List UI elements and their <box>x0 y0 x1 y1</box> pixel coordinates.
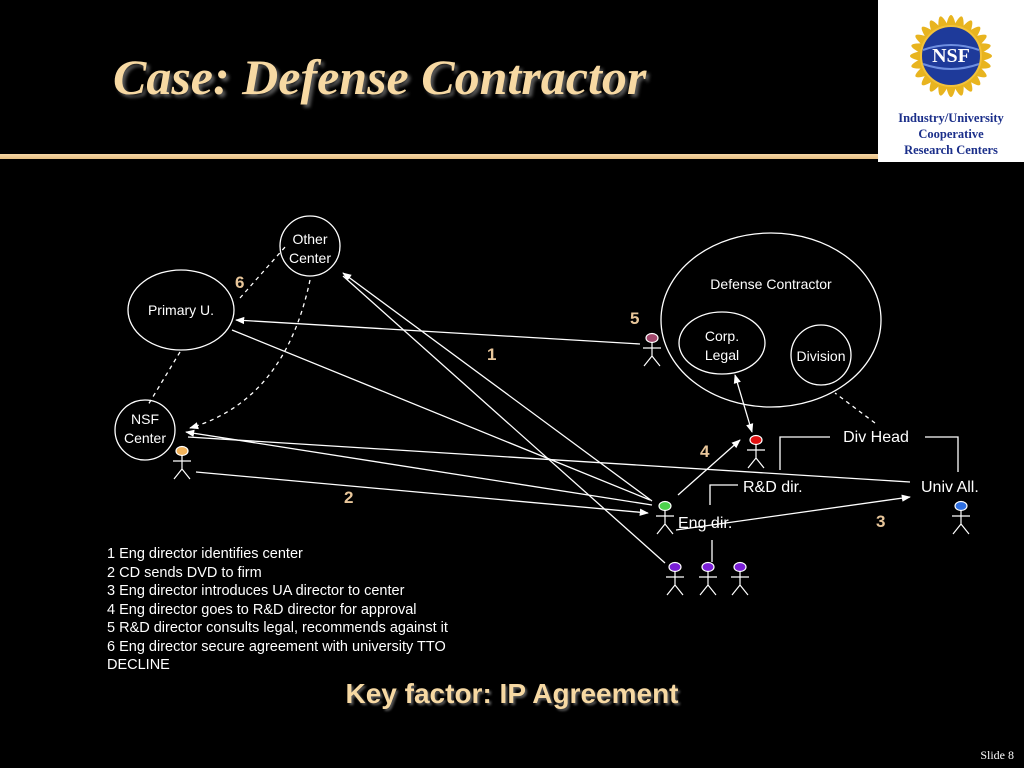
node-other-center <box>279 215 341 277</box>
node-corp-legal <box>678 311 766 375</box>
legend-item: 3 Eng director introduces UA director to… <box>107 583 405 599</box>
person-eng-team-1 <box>666 561 684 596</box>
person-nsf-center <box>173 445 191 480</box>
arrow-eng-nsf <box>185 429 653 506</box>
label-corp-legal-1: Corp. <box>705 328 739 344</box>
label-division: Division <box>796 348 845 364</box>
node-nsf-center <box>114 399 176 461</box>
label-other-center-2: Center <box>289 250 331 266</box>
person-corp-legal <box>643 332 661 367</box>
node-division <box>790 324 852 386</box>
connector-eng-rd <box>709 484 738 505</box>
label-rd-dir: R&D dir. <box>743 479 803 496</box>
person-eng-team-3 <box>731 561 749 596</box>
person-eng-team-2 <box>699 561 717 596</box>
connector-rd-divhead <box>779 436 830 470</box>
line-univ-nsf <box>187 436 911 483</box>
logo-caption-line: Industry/University <box>898 111 1004 125</box>
label-nsf-center-1: NSF <box>131 411 159 427</box>
slide-title: Case: Defense Contractor <box>113 49 647 105</box>
legend-item: DECLINE <box>107 657 170 673</box>
key-factor-caption: Key factor: IP Agreement <box>345 678 679 709</box>
node-primary-u <box>127 269 235 351</box>
step-legend: 1 Eng director identifies center 2 CD se… <box>107 545 448 675</box>
arrow-legal-primary <box>235 316 641 345</box>
nsf-logo: NSF Industry/University Cooperative Rese… <box>878 0 1024 162</box>
arrow-legal-rd <box>733 374 754 433</box>
person-univ-all-figure <box>952 500 970 535</box>
arrow-eng-rd <box>677 439 741 496</box>
label-eng-dir: Eng dir. <box>678 515 732 532</box>
arrow-eng-univ <box>675 494 911 531</box>
slide-number: Slide 8 <box>980 748 1014 762</box>
dashed-link-primary-nsf <box>147 351 181 406</box>
step-marker-1: 1 <box>487 345 496 364</box>
step-marker-2: 2 <box>344 488 353 507</box>
step-marker-4: 4 <box>700 442 710 461</box>
dashed-link-other-nsf <box>189 279 311 430</box>
legend-item: 6 Eng director secure agreement with uni… <box>107 638 446 655</box>
legend-item: 4 Eng director goes to R&D director for … <box>107 601 417 618</box>
connector-divhead-univ <box>925 436 959 472</box>
legend-item: 2 CD sends DVD to firm <box>107 564 262 581</box>
logo-caption-line: Research Centers <box>904 143 998 157</box>
person-eng-dir <box>656 500 674 535</box>
relationship-diagram: Other Center Primary U. NSF Center Defen… <box>114 215 959 596</box>
label-defense-contractor: Defense Contractor <box>710 276 832 292</box>
dashed-link-primary-other <box>239 246 286 299</box>
legend-item: 1 Eng director identifies center <box>107 546 303 562</box>
arrow-links <box>185 272 959 564</box>
label-div-head: Div Head <box>843 429 909 446</box>
dashed-links <box>147 246 876 430</box>
step-marker-5: 5 <box>630 309 639 328</box>
line-team-other <box>342 275 666 564</box>
person-univ-all <box>952 500 970 535</box>
logo-caption: Industry/University Cooperative Research… <box>878 110 1024 158</box>
legend-item: 5 R&D director consults legal, recommend… <box>107 620 448 636</box>
label-primary-u: Primary U. <box>148 302 214 318</box>
person-rd-dir <box>747 434 765 469</box>
label-univ-all: Univ All. <box>921 479 979 496</box>
line-eng-primary <box>231 329 651 501</box>
title-underline <box>0 154 878 159</box>
step-marker-6: 6 <box>235 273 244 292</box>
step-marker-3: 3 <box>876 512 885 531</box>
logo-caption-line: Cooperative <box>918 127 984 141</box>
label-nsf-center-2: Center <box>124 430 166 446</box>
node-defense-contractor <box>660 232 882 408</box>
nsf-sun-emblem-icon: NSF <box>910 15 992 97</box>
arrow-nsf-eng <box>195 471 649 516</box>
logo-mark: NSF <box>932 45 970 67</box>
label-corp-legal-2: Legal <box>705 347 739 363</box>
label-other-center-1: Other <box>292 231 327 247</box>
dashed-link-divhead-division <box>834 392 876 424</box>
arrow-eng-other <box>342 272 653 502</box>
